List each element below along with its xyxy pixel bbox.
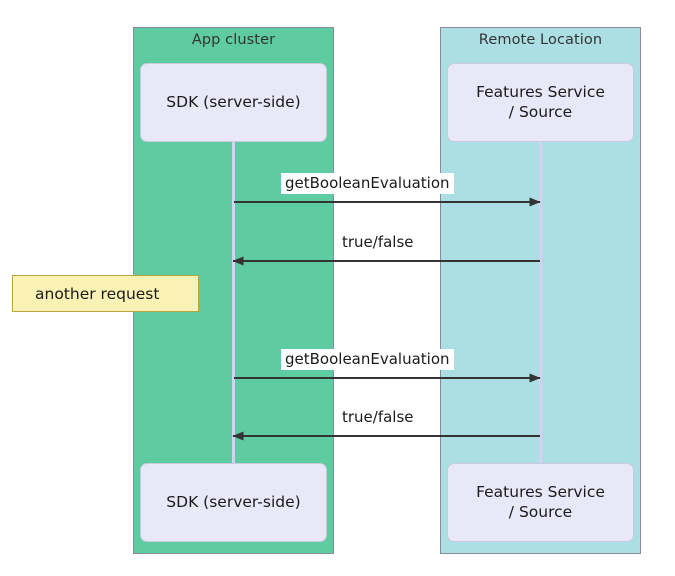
lifeline-sdk <box>232 140 235 470</box>
participant-features-service-bottom[interactable]: Features Service / Source <box>447 463 634 542</box>
participant-sdk-bottom[interactable]: SDK (server-side) <box>140 463 327 542</box>
participant-sdk-bottom-label: SDK (server-side) <box>166 492 301 511</box>
features-label-bottom-line2: / Source <box>508 502 573 521</box>
features-label-line1: Features Service <box>476 83 605 102</box>
note-another-request[interactable]: another request <box>12 275 199 312</box>
participant-sdk-top[interactable]: SDK (server-side) <box>140 63 327 142</box>
features-label-bottom-line1: Features Service <box>476 483 605 502</box>
group-remote-location-title: Remote Location <box>478 32 603 48</box>
features-label-line2: / Source <box>508 102 573 121</box>
participant-sdk-top-label: SDK (server-side) <box>166 92 301 111</box>
group-app-cluster-title: App cluster <box>191 32 276 48</box>
participant-features-service-bottom-label: Features Service / Source <box>476 483 605 522</box>
participant-features-service-top[interactable]: Features Service / Source <box>447 63 634 142</box>
lifeline-features-service <box>539 140 542 470</box>
message-label-2: true/false <box>338 232 418 253</box>
message-label-4: true/false <box>338 407 418 428</box>
participant-features-service-top-label: Features Service / Source <box>476 83 605 122</box>
message-label-1: getBooleanEvaluation <box>281 173 454 194</box>
note-another-request-text: another request <box>35 284 160 303</box>
message-label-3: getBooleanEvaluation <box>281 349 454 370</box>
